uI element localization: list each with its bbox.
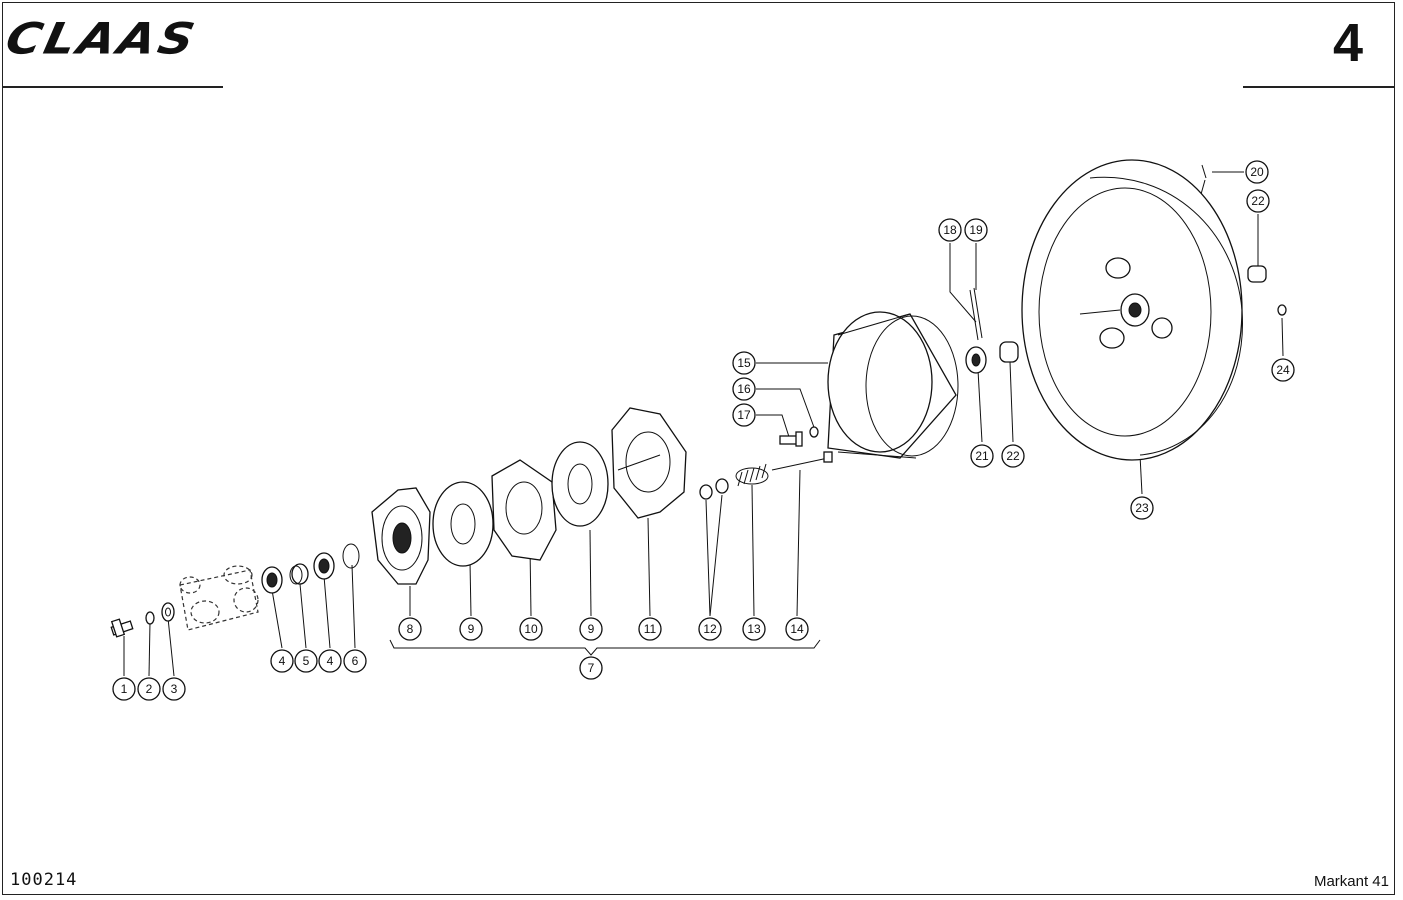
pressure-plate-part	[491, 459, 557, 561]
small-washer-part	[809, 426, 819, 438]
svg-text:10: 10	[524, 622, 538, 636]
callout-23: 23	[1130, 496, 1154, 520]
sleeve-part	[1247, 265, 1267, 283]
callout-4: 4	[270, 649, 294, 673]
spring-part	[735, 463, 769, 487]
spacer-part	[289, 563, 309, 585]
page-number: 4	[1332, 13, 1363, 73]
svg-text:1: 1	[121, 682, 128, 696]
callout-14: 14	[785, 617, 809, 641]
washer-nut-part	[699, 478, 729, 500]
svg-text:18: 18	[943, 223, 957, 237]
drum-part	[827, 311, 959, 459]
svg-text:4: 4	[279, 654, 286, 668]
svg-text:21: 21	[975, 449, 989, 463]
header-rule-right	[1243, 86, 1395, 88]
svg-text:15: 15	[737, 356, 751, 370]
circlip-part	[342, 543, 360, 569]
callout-8: 8	[398, 617, 422, 641]
bushing-part	[999, 341, 1019, 363]
callout-2: 2	[137, 677, 161, 701]
svg-text:19: 19	[969, 223, 983, 237]
svg-text:22: 22	[1006, 449, 1020, 463]
svg-text:14: 14	[790, 622, 804, 636]
svg-text:20: 20	[1250, 165, 1264, 179]
pulley-part	[1021, 159, 1243, 461]
callout-4b: 4	[318, 649, 342, 673]
callout-22: 22	[1001, 444, 1025, 468]
callout-12: 12	[698, 617, 722, 641]
svg-text:17: 17	[737, 408, 751, 422]
callout-17: 17	[732, 403, 756, 427]
svg-text:8: 8	[407, 622, 414, 636]
svg-text:4: 4	[327, 654, 334, 668]
callout-18: 18	[938, 218, 962, 242]
small-bolt-part	[779, 431, 803, 447]
callout-13: 13	[742, 617, 766, 641]
svg-text:9: 9	[588, 622, 595, 636]
svg-text:22: 22	[1251, 194, 1265, 208]
housing-part	[611, 407, 687, 519]
svg-text:5: 5	[303, 654, 310, 668]
svg-text:9: 9	[468, 622, 475, 636]
callout-6: 6	[343, 649, 367, 673]
friction-disc-part-2	[551, 441, 609, 527]
shaft-ghost-part	[179, 565, 259, 631]
svg-text:3: 3	[171, 682, 178, 696]
nut-part	[161, 602, 175, 622]
callout-19: 19	[964, 218, 988, 242]
document-number: 100214	[10, 870, 78, 890]
callout-1: 1	[112, 677, 136, 701]
friction-disc-part	[432, 481, 494, 567]
long-bolt-part	[771, 451, 833, 471]
bearing-part-2	[313, 552, 335, 580]
svg-text:23: 23	[1135, 501, 1149, 515]
svg-text:6: 6	[352, 654, 359, 668]
split-pin-part	[969, 287, 983, 341]
model-name: Markant 41	[1313, 873, 1389, 890]
svg-text:11: 11	[644, 622, 657, 636]
washer-part	[145, 611, 155, 625]
callout-22b: 22	[1246, 189, 1270, 213]
small-ring-part	[1277, 304, 1287, 316]
callout-15: 15	[732, 351, 756, 375]
callout-3: 3	[162, 677, 186, 701]
grease-nipple-part	[1201, 164, 1207, 179]
header-rule-left	[2, 86, 223, 88]
svg-text:24: 24	[1276, 363, 1290, 377]
bolt-part	[110, 618, 134, 638]
callout-24: 24	[1271, 358, 1295, 382]
svg-text:12: 12	[703, 622, 717, 636]
svg-text:7: 7	[588, 661, 595, 675]
bearing-part	[261, 566, 283, 594]
svg-text:13: 13	[747, 622, 761, 636]
callout-16: 16	[732, 377, 756, 401]
callout-10: 10	[519, 617, 543, 641]
callout-9b: 9	[579, 617, 603, 641]
callout-9: 9	[459, 617, 483, 641]
svg-text:2: 2	[146, 682, 153, 696]
leader-lines	[123, 171, 1284, 677]
bearing-part-3	[965, 346, 987, 374]
hub-flange-part	[371, 487, 431, 585]
callout-5: 5	[294, 649, 318, 673]
callout-7: 7	[579, 656, 603, 680]
callout-11: 11	[638, 617, 662, 641]
callout-21: 21	[970, 444, 994, 468]
callout-20: 20	[1245, 160, 1269, 184]
svg-text:16: 16	[737, 382, 751, 396]
